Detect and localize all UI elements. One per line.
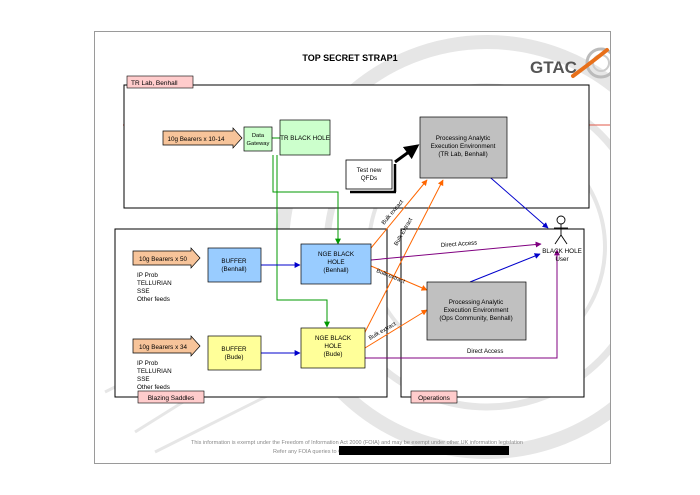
svg-text:SSE: SSE [137, 376, 150, 383]
svg-text:BUFFER: BUFFER [221, 258, 247, 265]
svg-text:(Bude): (Bude) [324, 351, 343, 358]
logo-swoosh-icon [571, 48, 609, 78]
region-tr-lab [123, 84, 590, 209]
svg-text:10g Bearers x 34: 10g Bearers x 34 [139, 344, 187, 351]
svg-text:NGE BLACK: NGE BLACK [315, 335, 352, 342]
nge-bude-to-processing-ops [364, 309, 428, 349]
svg-text:10g Bearers x 10-14: 10g Bearers x 10-14 [167, 136, 225, 143]
nge-bude-direct-access [365, 249, 560, 359]
redaction-bar [339, 446, 509, 455]
feeds-bottom: IP Prob TELLURIAN SSE Other feeds [137, 360, 172, 391]
diagram-canvas: TOP SECRET STRAP1 GTAC TR Lab, Benhall B… [104, 35, 610, 459]
svg-text:Data: Data [252, 133, 265, 139]
user-label-line1: BLACK HOLE [542, 248, 582, 255]
svg-text:Execution Environment: Execution Environment [431, 143, 496, 150]
edge-label-direct-access-1: Direct Access [441, 240, 478, 249]
tr-black-hole-to-nge-benhall [272, 155, 341, 245]
svg-text:10g Bearers x 50: 10g Bearers x 50 [139, 256, 187, 263]
svg-text:(TR Lab, Benhall): (TR Lab, Benhall) [438, 151, 487, 158]
feeds-middle: IP Prob TELLURIAN SSE Other feeds [137, 272, 172, 303]
node-processing-tr: Processing Analytic Execution Environmen… [419, 116, 508, 179]
nge-benhall-to-processing-ops [370, 265, 428, 291]
svg-text:BUFFER: BUFFER [221, 346, 247, 353]
node-processing-ops: Processing Analytic Execution Environmen… [426, 281, 527, 341]
svg-text:IP Prob: IP Prob [137, 272, 158, 279]
nge-benhall-to-processing-tr [370, 179, 428, 249]
input-arrow-top: 10g Bearers x 10-14 [162, 127, 243, 149]
svg-text:TR BLACK HOLE: TR BLACK HOLE [280, 135, 330, 142]
node-buffer-bude: BUFFER (Bude) [207, 335, 262, 371]
gtac-logo: GTAC [530, 47, 610, 79]
node-data-gateway: Data Gateway [243, 126, 273, 152]
svg-text:Blazing Saddles: Blazing Saddles [148, 395, 195, 402]
logo-target-icon [585, 47, 610, 79]
svg-text:HOLE: HOLE [327, 259, 344, 266]
svg-text:NGE BLACK: NGE BLACK [318, 251, 355, 258]
input-arrow-middle: 10g Bearers x 50 [132, 247, 201, 269]
blue-connectors [261, 171, 549, 356]
svg-text:(Benhall): (Benhall) [221, 266, 246, 273]
processing-tr-to-user [483, 171, 549, 229]
node-buffer-benhall: BUFFER (Benhall) [207, 247, 262, 283]
processing-ops-to-user [469, 253, 541, 283]
nge-benhall-direct-access [370, 241, 542, 261]
purple-connectors [365, 241, 560, 359]
svg-text:TR Lab, Benhall: TR Lab, Benhall [131, 80, 178, 87]
test-qfds-arrow [394, 144, 420, 164]
footer-line2: Refer any FOIA queries to GCHQ [273, 449, 355, 455]
label-operations: Operations [410, 390, 458, 404]
label-tr-lab: TR Lab, Benhall [126, 75, 194, 89]
svg-text:(Bude): (Bude) [225, 354, 244, 361]
node-test-qfds: Test new QFDs [345, 159, 397, 194]
input-arrow-bottom: 10g Bearers x 34 [132, 335, 201, 357]
svg-text:Processing Analytic: Processing Analytic [436, 135, 491, 142]
user-label-line2: User [555, 256, 568, 263]
svg-text:(Ops Community, Benhall): (Ops Community, Benhall) [439, 315, 512, 322]
svg-text:QFDs: QFDs [361, 175, 377, 182]
svg-text:IP Prob: IP Prob [137, 360, 158, 367]
logo-text: GTAC [530, 58, 577, 77]
footer-line1: This information is exempt under the Fre… [191, 440, 523, 446]
user-icon [554, 215, 568, 245]
svg-text:Other feeds: Other feeds [137, 384, 170, 391]
svg-text:TELLURIAN: TELLURIAN [137, 280, 172, 287]
edge-label-direct-access-2: Direct Access [467, 349, 503, 355]
node-nge-benhall: NGE BLACK HOLE (Benhall) [300, 243, 372, 285]
svg-text:TELLURIAN: TELLURIAN [137, 368, 172, 375]
svg-text:Test new: Test new [357, 167, 382, 174]
svg-text:(Benhall): (Benhall) [323, 267, 348, 274]
node-tr-black-hole: TR BLACK HOLE [279, 119, 331, 156]
label-blazing-saddles: Blazing Saddles [137, 390, 205, 404]
svg-text:Processing Analytic: Processing Analytic [449, 299, 504, 306]
svg-text:Execution Environment: Execution Environment [444, 307, 509, 314]
svg-text:Gateway: Gateway [247, 141, 270, 147]
slide: TOP SECRET STRAP1 GTAC TR Lab, Benhall B… [94, 31, 611, 464]
classification-title: TOP SECRET STRAP1 [302, 53, 397, 63]
svg-text:SSE: SSE [137, 288, 150, 295]
svg-text:Operations: Operations [418, 395, 451, 402]
node-nge-bude: NGE BLACK HOLE (Bude) [300, 327, 366, 369]
svg-text:Other feeds: Other feeds [137, 296, 170, 303]
svg-text:HOLE: HOLE [324, 343, 341, 350]
tr-black-hole-to-nge-bude [276, 155, 330, 328]
